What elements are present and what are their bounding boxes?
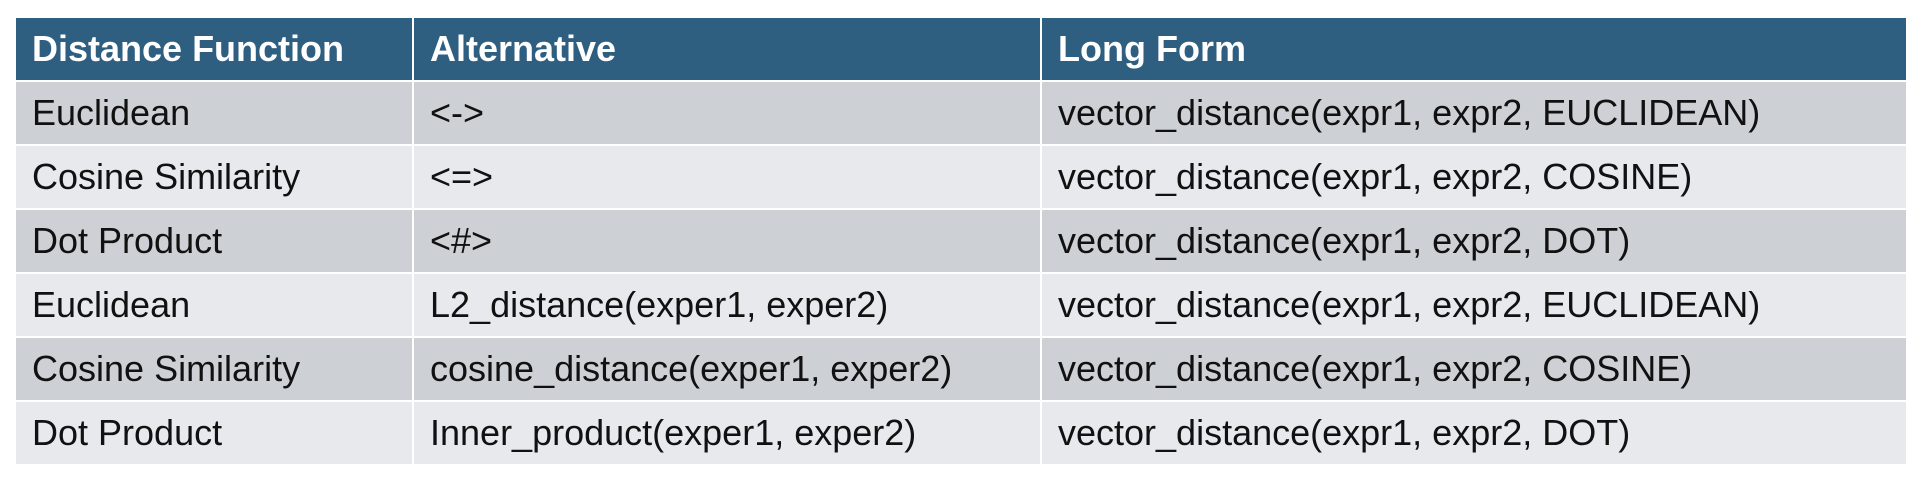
header-distance-function: Distance Function: [14, 16, 414, 82]
cell-long-form: vector_distance(expr1, expr2, DOT): [1040, 400, 1908, 466]
cell-distance-function: Dot Product: [14, 400, 414, 466]
distance-function-table: Distance Function Alternative Long Form …: [14, 16, 1908, 466]
cell-alternative: cosine_distance(exper1, exper2): [412, 336, 1042, 402]
table-row: Euclidean <-> vector_distance(expr1, exp…: [14, 80, 1908, 146]
cell-distance-function: Dot Product: [14, 208, 414, 274]
table-row: Cosine Similarity <=> vector_distance(ex…: [14, 144, 1908, 210]
header-long-form: Long Form: [1040, 16, 1908, 82]
cell-long-form: vector_distance(expr1, expr2, COSINE): [1040, 144, 1908, 210]
table-row: Euclidean L2_distance(exper1, exper2) ve…: [14, 272, 1908, 338]
table-row: Cosine Similarity cosine_distance(exper1…: [14, 336, 1908, 402]
cell-long-form: vector_distance(expr1, expr2, DOT): [1040, 208, 1908, 274]
table-header-row: Distance Function Alternative Long Form: [14, 16, 1908, 82]
cell-distance-function: Cosine Similarity: [14, 144, 414, 210]
distance-function-table-container: Distance Function Alternative Long Form …: [14, 16, 1908, 466]
cell-long-form: vector_distance(expr1, expr2, EUCLIDEAN): [1040, 272, 1908, 338]
cell-distance-function: Cosine Similarity: [14, 336, 414, 402]
table-row: Dot Product Inner_product(exper1, exper2…: [14, 400, 1908, 466]
header-alternative: Alternative: [412, 16, 1042, 82]
cell-long-form: vector_distance(expr1, expr2, EUCLIDEAN): [1040, 80, 1908, 146]
table-row: Dot Product <#> vector_distance(expr1, e…: [14, 208, 1908, 274]
cell-alternative: L2_distance(exper1, exper2): [412, 272, 1042, 338]
cell-long-form: vector_distance(expr1, expr2, COSINE): [1040, 336, 1908, 402]
cell-alternative: <->: [412, 80, 1042, 146]
cell-distance-function: Euclidean: [14, 80, 414, 146]
cell-alternative: <=>: [412, 144, 1042, 210]
cell-distance-function: Euclidean: [14, 272, 414, 338]
cell-alternative: <#>: [412, 208, 1042, 274]
cell-alternative: Inner_product(exper1, exper2): [412, 400, 1042, 466]
